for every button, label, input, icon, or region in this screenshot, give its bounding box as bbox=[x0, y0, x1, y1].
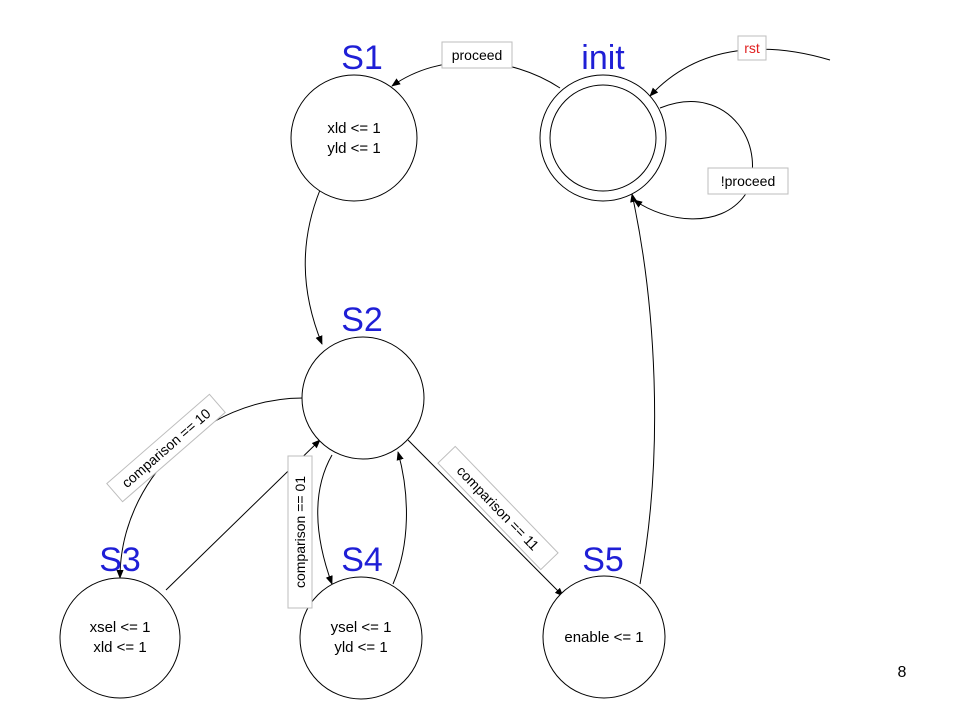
state-s5-line1: enable <= 1 bbox=[564, 629, 643, 646]
state-s1-circle bbox=[290, 74, 418, 202]
label-comparison-01: comparison == 01 bbox=[287, 455, 313, 609]
edge-s2-to-s5 bbox=[407, 439, 564, 597]
state-s4-title: S4 bbox=[341, 541, 383, 579]
label-rst-text: rst bbox=[744, 40, 760, 56]
state-s2: S2 bbox=[301, 301, 425, 460]
state-init: init bbox=[539, 39, 667, 202]
edge-s4-to-s2 bbox=[392, 451, 407, 585]
state-s4: S4 ysel <= 1 yld <= 1 bbox=[299, 541, 423, 700]
state-s2-title: S2 bbox=[341, 301, 383, 339]
label-rst: rst bbox=[737, 35, 767, 61]
state-s3-line1: xsel <= 1 bbox=[90, 619, 151, 636]
state-s5: S5 enable <= 1 bbox=[542, 541, 666, 699]
label-comparison-10-text: comparison == 10 bbox=[118, 405, 213, 491]
state-init-title: init bbox=[581, 39, 625, 77]
state-s2-circle bbox=[301, 336, 425, 460]
page-number: 8 bbox=[898, 664, 907, 681]
state-s4-circle bbox=[299, 576, 423, 700]
label-comparison-01-text: comparison == 01 bbox=[292, 476, 308, 588]
state-s4-line1: ysel <= 1 bbox=[331, 619, 392, 636]
state-s5-title: S5 bbox=[582, 541, 624, 579]
label-comparison-10: comparison == 10 bbox=[106, 393, 226, 503]
edge-s5-to-init bbox=[630, 193, 656, 585]
state-s3-title: S3 bbox=[99, 541, 141, 579]
edge-s2-to-s4 bbox=[317, 454, 333, 585]
state-s1-title: S1 bbox=[341, 39, 383, 77]
label-not-proceed-text: !proceed bbox=[721, 173, 775, 189]
edge-s1-to-s2 bbox=[304, 189, 323, 345]
edge-rst-to-init bbox=[649, 48, 831, 97]
state-s3-line2: xld <= 1 bbox=[93, 639, 146, 656]
state-s3-circle bbox=[59, 577, 181, 699]
state-init-inner-circle bbox=[549, 84, 657, 192]
state-s5-circle bbox=[542, 575, 666, 699]
label-not-proceed: !proceed bbox=[707, 167, 789, 195]
state-s3: S3 xsel <= 1 xld <= 1 bbox=[59, 541, 181, 699]
state-s1-line2: yld <= 1 bbox=[327, 140, 380, 157]
state-s1-line1: xld <= 1 bbox=[327, 120, 380, 137]
label-comparison-11: comparison == 11 bbox=[437, 445, 559, 571]
label-comparison-11-text: comparison == 11 bbox=[454, 463, 543, 554]
label-proceed-text: proceed bbox=[452, 47, 503, 63]
label-proceed: proceed bbox=[441, 41, 513, 69]
state-s4-line2: yld <= 1 bbox=[334, 639, 387, 656]
state-s1: S1 xld <= 1 yld <= 1 bbox=[290, 39, 418, 202]
